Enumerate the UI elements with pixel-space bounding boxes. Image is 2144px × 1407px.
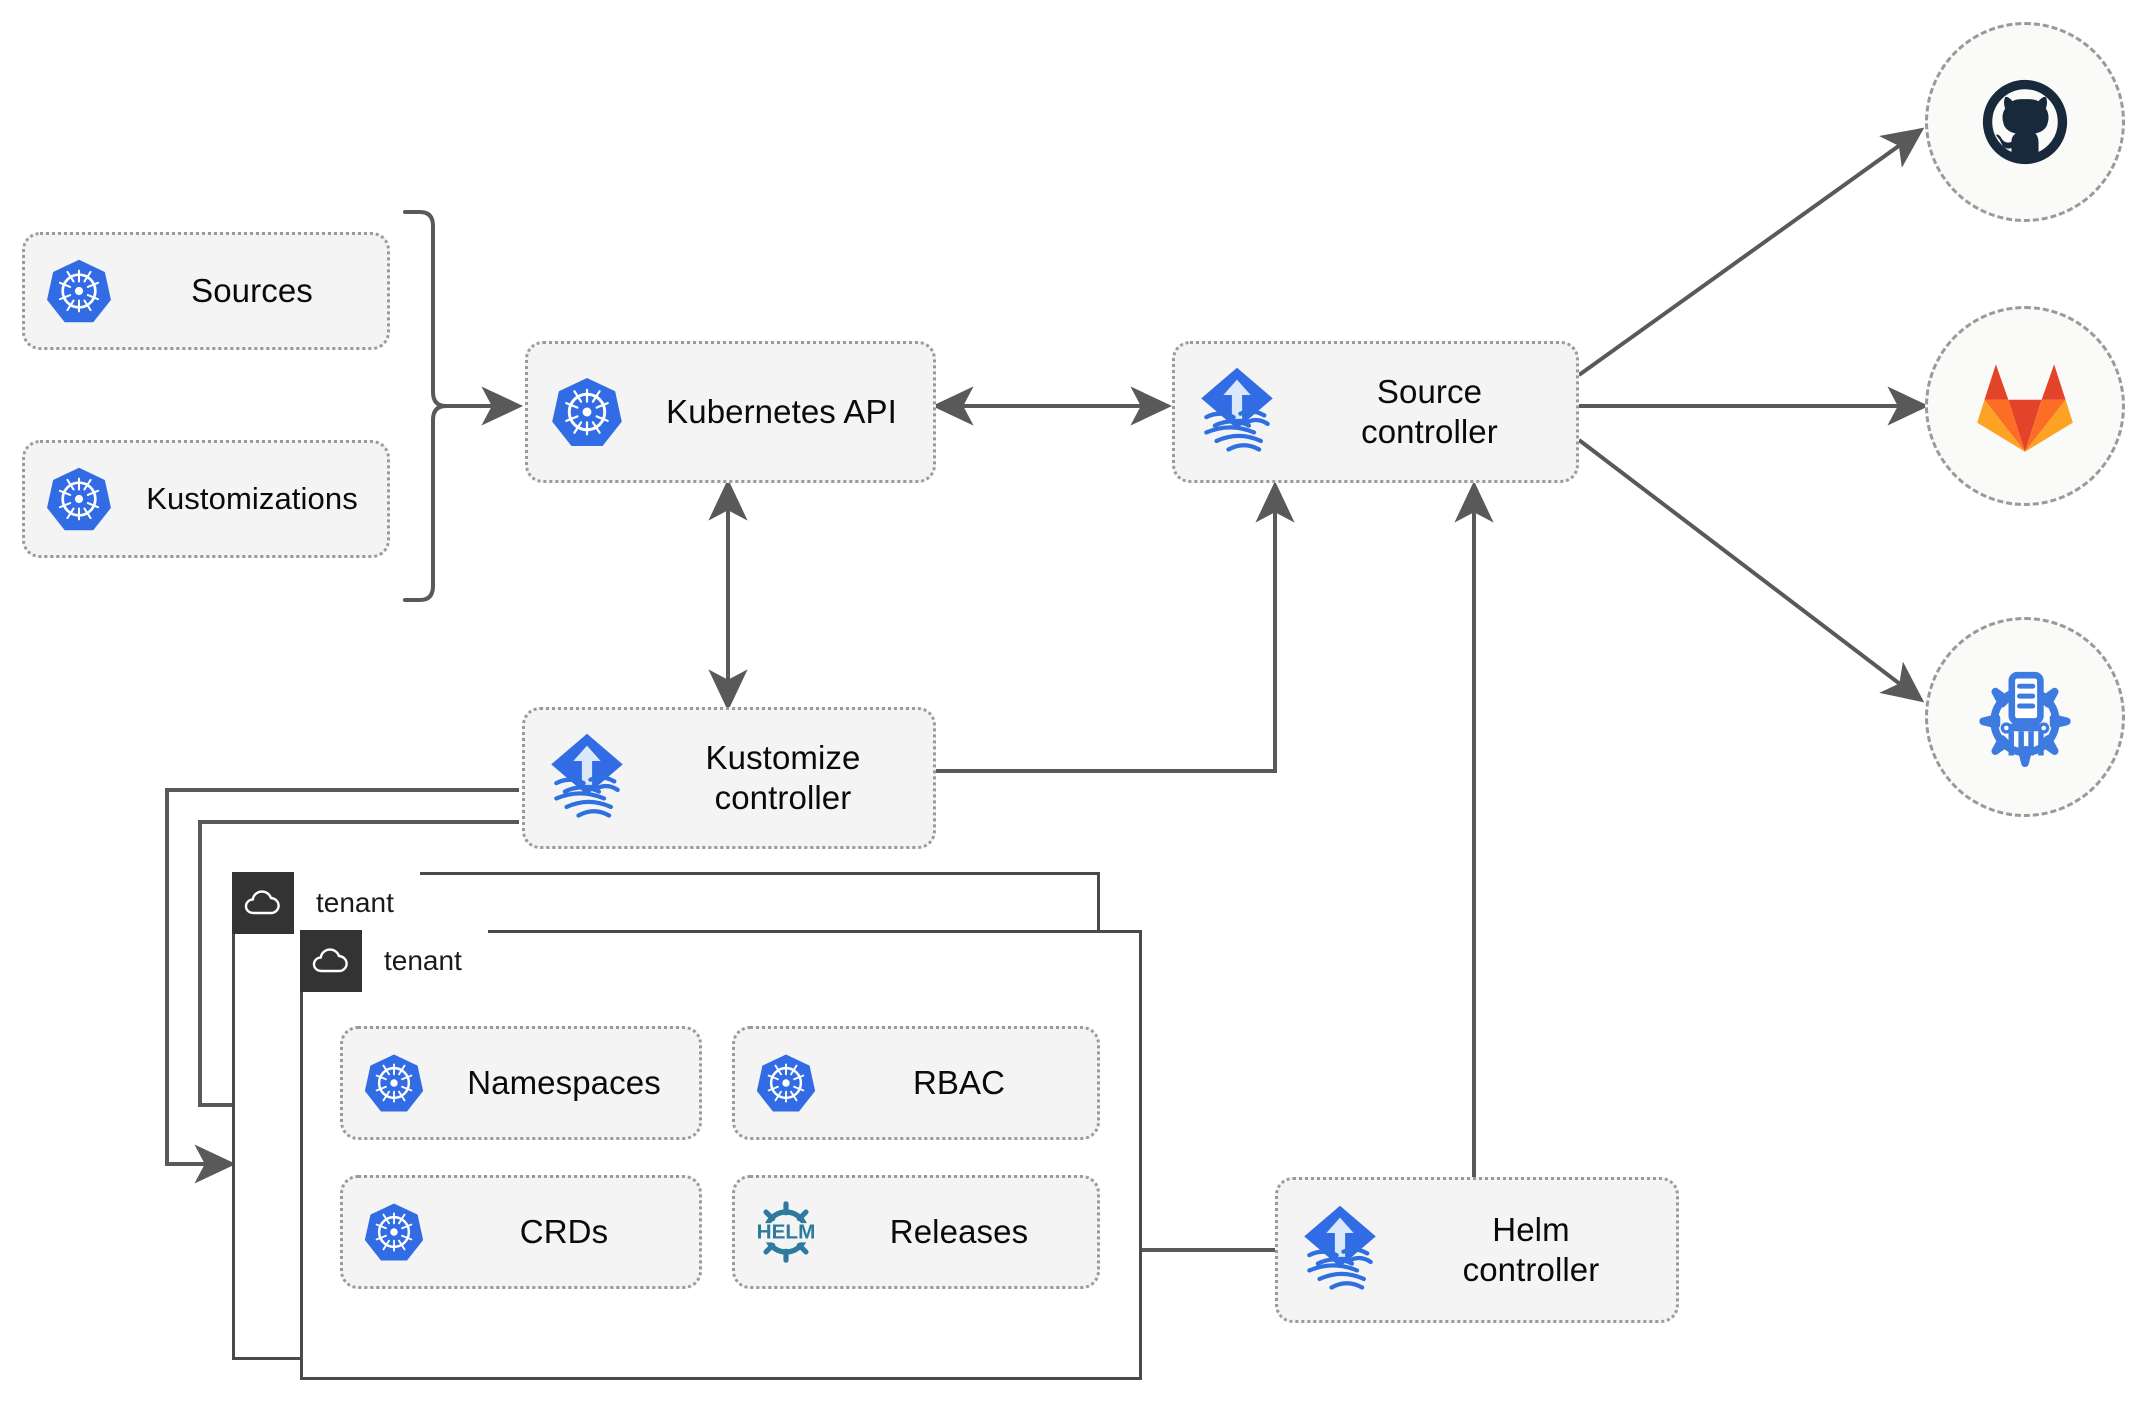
node-kustomizations[interactable]: Kustomizations xyxy=(22,440,390,558)
provider-gitlab[interactable] xyxy=(1925,306,2125,506)
node-label: RBAC xyxy=(912,1063,1006,1101)
node-label: Helm controller xyxy=(1462,1210,1600,1288)
cloud-icon xyxy=(300,930,362,992)
gitlab-icon xyxy=(1977,364,2073,452)
tenant-label: tenant xyxy=(294,872,420,934)
kubernetes-icon xyxy=(735,1052,837,1114)
node-releases[interactable]: HELM Releases xyxy=(732,1175,1100,1289)
helm-icon: HELM xyxy=(735,1195,837,1269)
node-kubernetes-api[interactable]: Kubernetes API xyxy=(525,341,936,483)
node-namespaces[interactable]: Namespaces xyxy=(340,1026,702,1140)
node-kustomize-controller[interactable]: Kustomize controller xyxy=(522,707,936,849)
node-label: Releases xyxy=(889,1212,1029,1250)
tenant-titlebar: tenant xyxy=(232,872,420,934)
flux-icon xyxy=(1175,366,1299,458)
node-crds[interactable]: CRDs xyxy=(340,1175,702,1289)
node-rbac[interactable]: RBAC xyxy=(732,1026,1100,1140)
kubernetes-icon xyxy=(343,1052,445,1114)
node-label: Sources xyxy=(191,271,313,309)
provider-helm-repository[interactable] xyxy=(1925,617,2125,817)
flux-icon xyxy=(1278,1204,1402,1296)
kubernetes-icon xyxy=(25,465,133,533)
tenant-window-2: tenant xyxy=(300,930,1142,1380)
node-label: Namespaces xyxy=(467,1063,661,1101)
kubernetes-icon xyxy=(528,375,646,449)
node-source-controller[interactable]: Source controller xyxy=(1172,341,1579,483)
kubernetes-icon xyxy=(25,257,133,325)
tenant-titlebar: tenant xyxy=(300,930,488,992)
tenant-label: tenant xyxy=(362,930,488,992)
flux-icon xyxy=(525,732,649,824)
node-label: Kubernetes API xyxy=(666,392,897,430)
node-label: Kustomize controller xyxy=(705,738,861,816)
node-helm-controller[interactable]: Helm controller xyxy=(1275,1177,1679,1323)
github-icon xyxy=(1982,79,2068,165)
kubernetes-icon xyxy=(343,1201,445,1263)
cloud-icon xyxy=(232,872,294,934)
provider-github[interactable] xyxy=(1925,22,2125,222)
node-sources[interactable]: Sources xyxy=(22,232,390,350)
helm-repo-icon xyxy=(1979,671,2071,768)
svg-text:HELM: HELM xyxy=(757,1221,816,1244)
node-label: CRDs xyxy=(519,1212,609,1250)
node-label: Kustomizations xyxy=(146,481,358,517)
node-label: Source controller xyxy=(1361,372,1498,450)
